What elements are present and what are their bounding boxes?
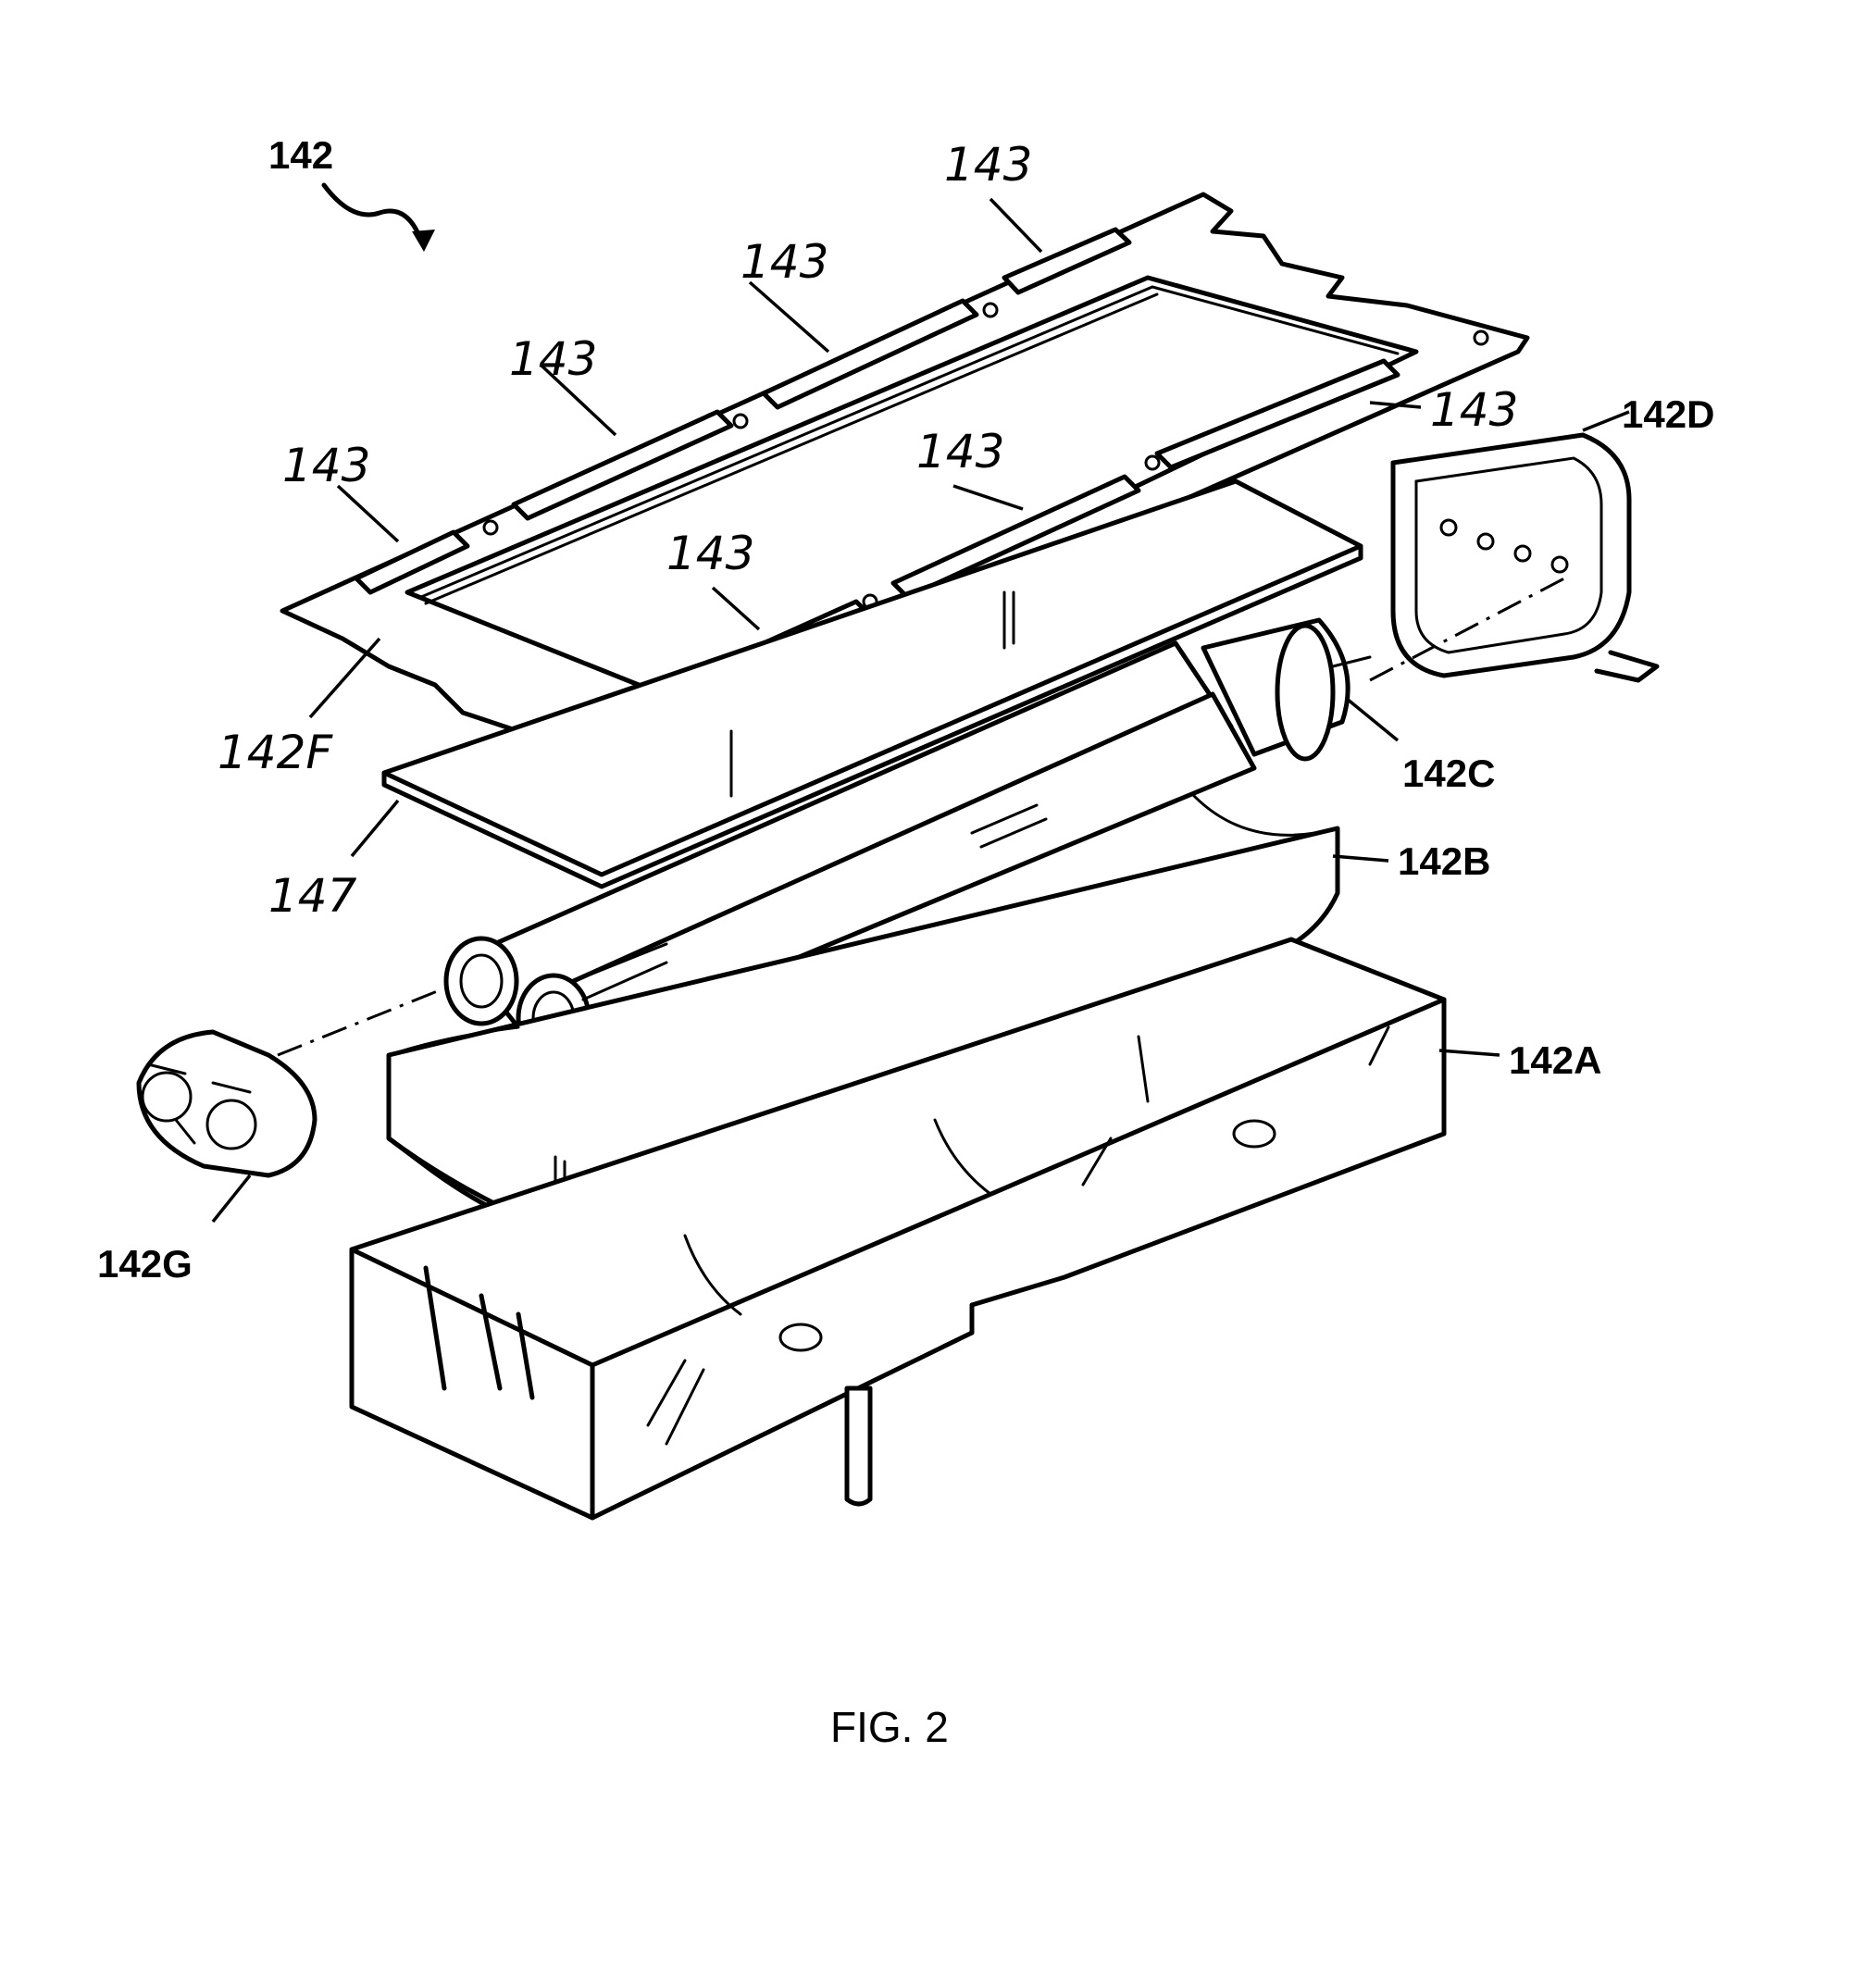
frame-tab-143-mid: 143 [509,332,597,386]
end-cap-142g [139,1032,315,1175]
assembly-ref-label: 142 [268,133,333,177]
lamp-tubes-142c-label: 142C [1402,752,1495,795]
frame-tab-143-lower: 143 [666,527,754,580]
frame-tab-143-top: 143 [944,138,1032,192]
frame-142f-label: 142F [218,726,333,779]
frame-tab-143-right: 143 [1430,383,1518,437]
frame-tab-143-upper: 143 [741,235,828,289]
frame-tab-143-center: 143 [916,425,1004,478]
end-cap-142d-label: 142D [1622,392,1714,436]
assembly-arrow [324,185,421,241]
end-cap-142g-label: 142G [97,1242,193,1286]
arrow-head [412,230,435,252]
figure-caption: FIG. 2 [830,1703,949,1751]
frame-tab-143-left: 143 [282,439,370,492]
diffuser-147-label: 147 [268,869,357,923]
reflector-142b-label: 142B [1398,839,1490,883]
housing-142a-label: 142A [1509,1038,1601,1082]
end-cap-142d [1393,435,1657,680]
